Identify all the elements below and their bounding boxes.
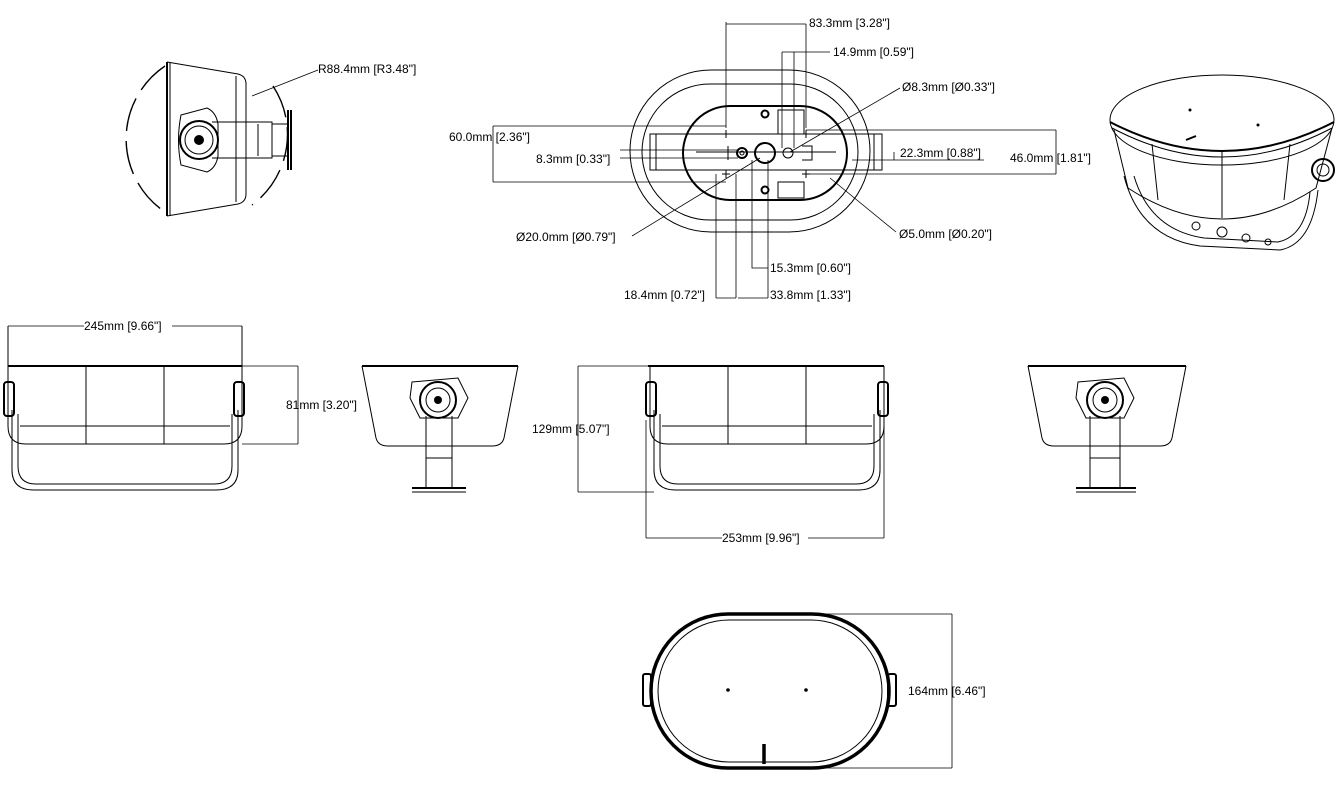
- right-side-view: [1027, 365, 1187, 493]
- dimension-8-3: 8.3mm [0.33"]: [536, 152, 610, 166]
- dimension-width-245: 245mm [9.66"]: [84, 319, 162, 333]
- left-side-view: [361, 365, 519, 493]
- dimension-18-4: 18.4mm [0.72"]: [624, 288, 705, 302]
- side-view: [125, 61, 319, 217]
- dimension-60-0: 60.0mm [2.36"]: [449, 130, 530, 144]
- dimension-46-0: 46.0mm [1.81"]: [1010, 151, 1091, 165]
- dimension-hole-20-0: Ø20.0mm [Ø0.79"]: [516, 230, 616, 244]
- dimension-15-3: 15.3mm [0.60"]: [770, 261, 851, 275]
- dimension-hole-8-3: Ø8.3mm [Ø0.33"]: [902, 80, 995, 94]
- dimension-hole-5-0: Ø5.0mm [Ø0.20"]: [899, 227, 992, 241]
- dimension-width-253: 253mm [9.96"]: [722, 531, 800, 545]
- rear-view: [577, 365, 889, 539]
- dimension-83-3: 83.3mm [3.28"]: [809, 16, 890, 30]
- bottom-view: [492, 22, 1057, 299]
- dimension-22-3: 22.3mm [0.88"]: [900, 146, 981, 160]
- front-view: [3, 325, 299, 491]
- dimension-14-9: 14.9mm [0.59"]: [833, 45, 914, 59]
- dimension-height-81: 81mm [3.20"]: [286, 398, 357, 412]
- top-view: [642, 612, 953, 770]
- dimension-33-8: 33.8mm [1.33"]: [770, 288, 851, 302]
- dimension-radius: R88.4mm [R3.48"]: [318, 62, 416, 76]
- dimension-depth-164: 164mm [6.46"]: [908, 684, 986, 698]
- dimension-height-129: 129mm [5.07"]: [532, 422, 610, 436]
- isometric-view: [1109, 74, 1335, 251]
